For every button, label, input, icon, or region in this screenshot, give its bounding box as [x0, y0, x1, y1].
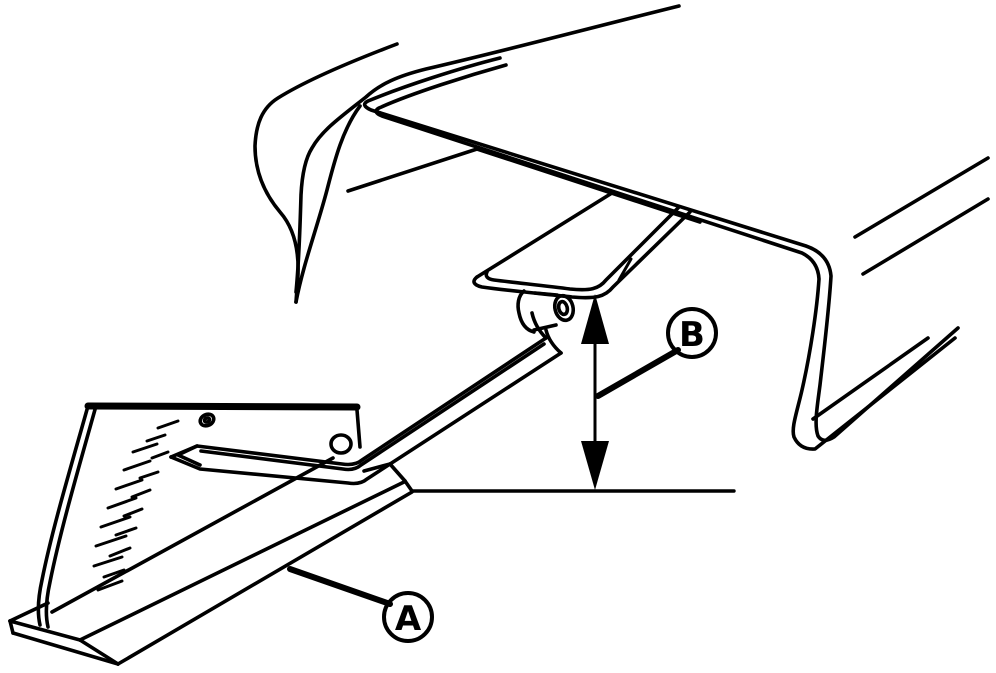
pivot-barrel [552, 293, 576, 323]
measurement-arrow-b [581, 294, 609, 490]
tab-tick-mark [617, 257, 633, 282]
callout-b-label: B [679, 315, 705, 355]
fender-drape-curves [253, 42, 399, 304]
callout-a-circle [382, 591, 434, 643]
panel-crease-line [346, 147, 479, 193]
pointer-arm [169, 311, 563, 486]
mounting-tab [472, 147, 702, 300]
callout-a [287, 566, 434, 643]
arm-tip-chevron [176, 444, 202, 467]
hinge-pivot [516, 289, 576, 334]
panel-inner-surface-line [811, 336, 930, 421]
callout-b-circle [666, 307, 718, 359]
pivot-pin [329, 433, 353, 455]
screw-head [198, 412, 216, 428]
gauge-plate-top-edge [84, 402, 361, 411]
arrowhead-up [581, 294, 609, 344]
hatch-marks [92, 419, 180, 592]
arrowhead-down [581, 441, 609, 490]
web-base-junction [50, 456, 335, 614]
callout-b-leader [595, 347, 681, 399]
base-bar [8, 462, 414, 666]
panel-break-lines [853, 156, 990, 276]
callout-a-label: A [395, 599, 422, 639]
pivot-hole [556, 299, 570, 317]
callout-a-leader [287, 566, 393, 607]
panel-hem-edge [346, 56, 960, 451]
gauge-plate [36, 402, 362, 629]
callout-b [595, 307, 718, 399]
body-panel-top-edge [294, 4, 681, 294]
